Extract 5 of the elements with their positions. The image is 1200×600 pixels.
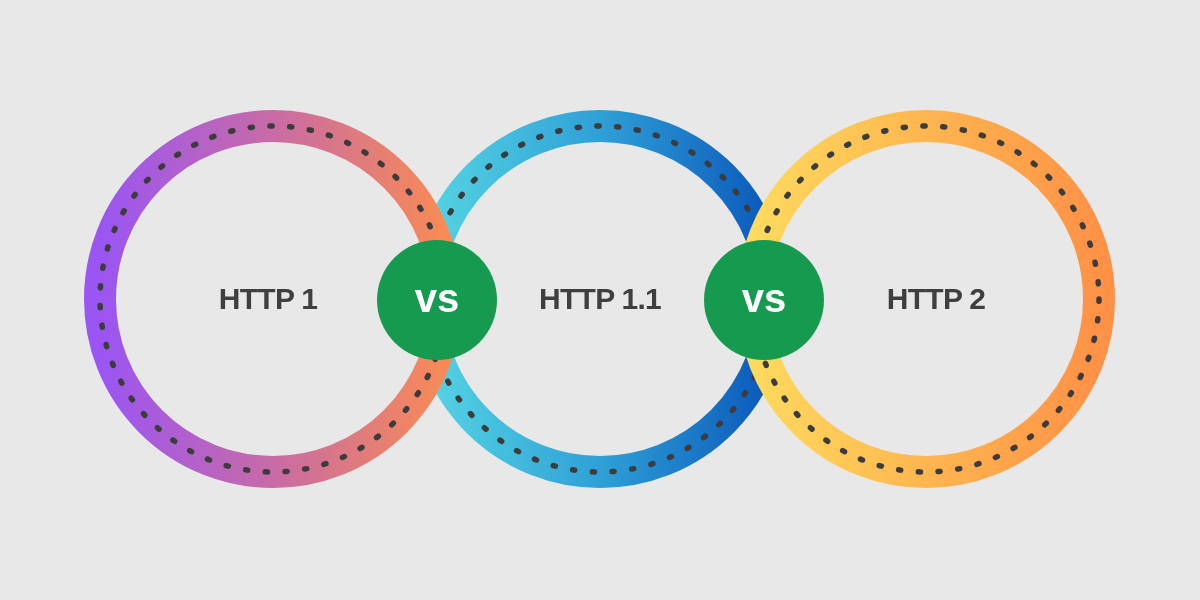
ring-label: HTTP 2: [886, 284, 986, 314]
vs-label: vs: [414, 278, 460, 322]
ring-label: HTTP 1.1: [539, 284, 661, 314]
vs-label: vs: [741, 278, 787, 322]
ring-label: HTTP 1: [218, 284, 318, 314]
